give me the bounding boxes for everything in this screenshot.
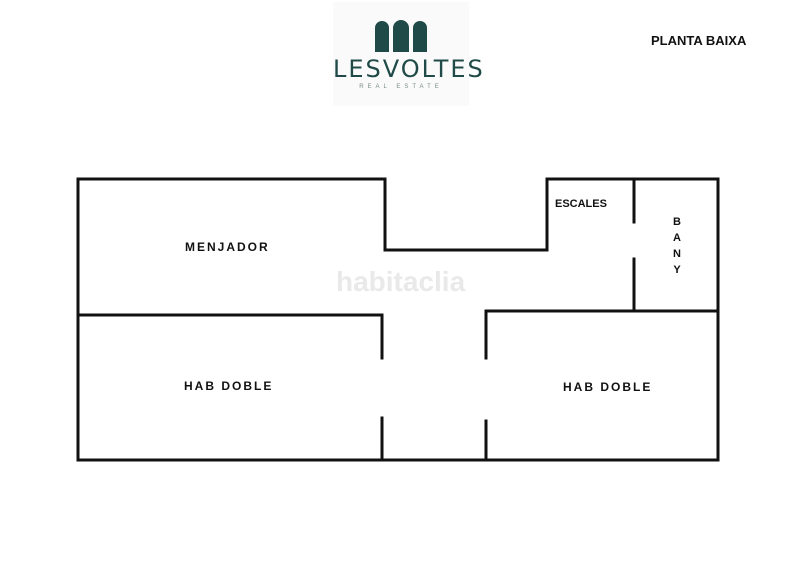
page-title: PLANTA BAIXA [651, 33, 747, 48]
brand-logo: LESVOLTES REAL ESTATE [333, 2, 485, 106]
room-label-escales: ESCALES [555, 198, 607, 210]
room-label-bany: BANY [673, 216, 681, 276]
brand-name: LESVOLTES [333, 55, 485, 83]
watermark: habitaclia [336, 266, 466, 297]
arches-icon [375, 20, 427, 52]
room-label-hab-doble-left: HAB DOBLE [184, 379, 274, 393]
room-label-hab-doble-right: HAB DOBLE [563, 380, 653, 394]
brand-tagline: REAL ESTATE [359, 84, 443, 90]
room-label-menjador: MENJADOR [185, 240, 270, 254]
